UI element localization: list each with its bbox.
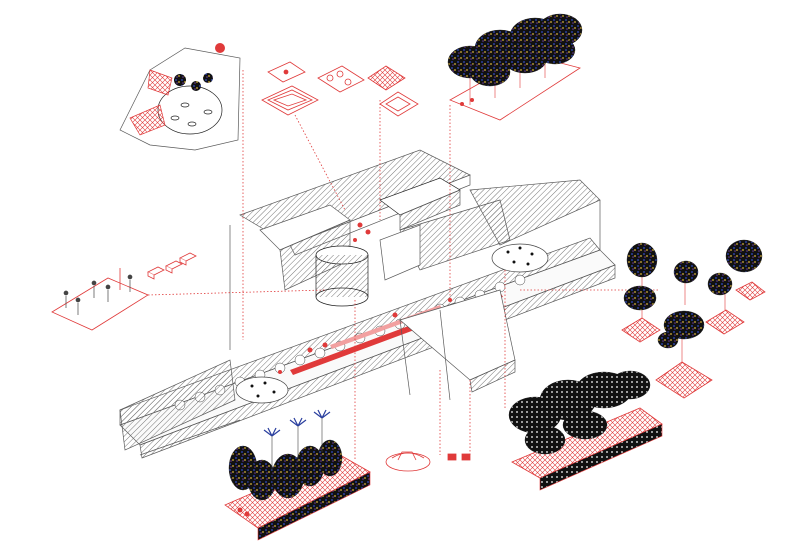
rotunda <box>315 245 369 307</box>
canopy-grove-icon <box>447 13 583 121</box>
seat-icon <box>385 451 471 472</box>
playground-icon <box>51 268 149 331</box>
tree-icon <box>621 239 766 399</box>
planter-module-icon <box>261 61 419 117</box>
red-markers <box>278 222 452 374</box>
hedge-icon <box>508 370 663 491</box>
main-site-model <box>119 149 616 459</box>
palm-icon <box>224 409 371 541</box>
plaza-detail-icon <box>119 43 241 151</box>
bench-icon <box>147 252 197 280</box>
